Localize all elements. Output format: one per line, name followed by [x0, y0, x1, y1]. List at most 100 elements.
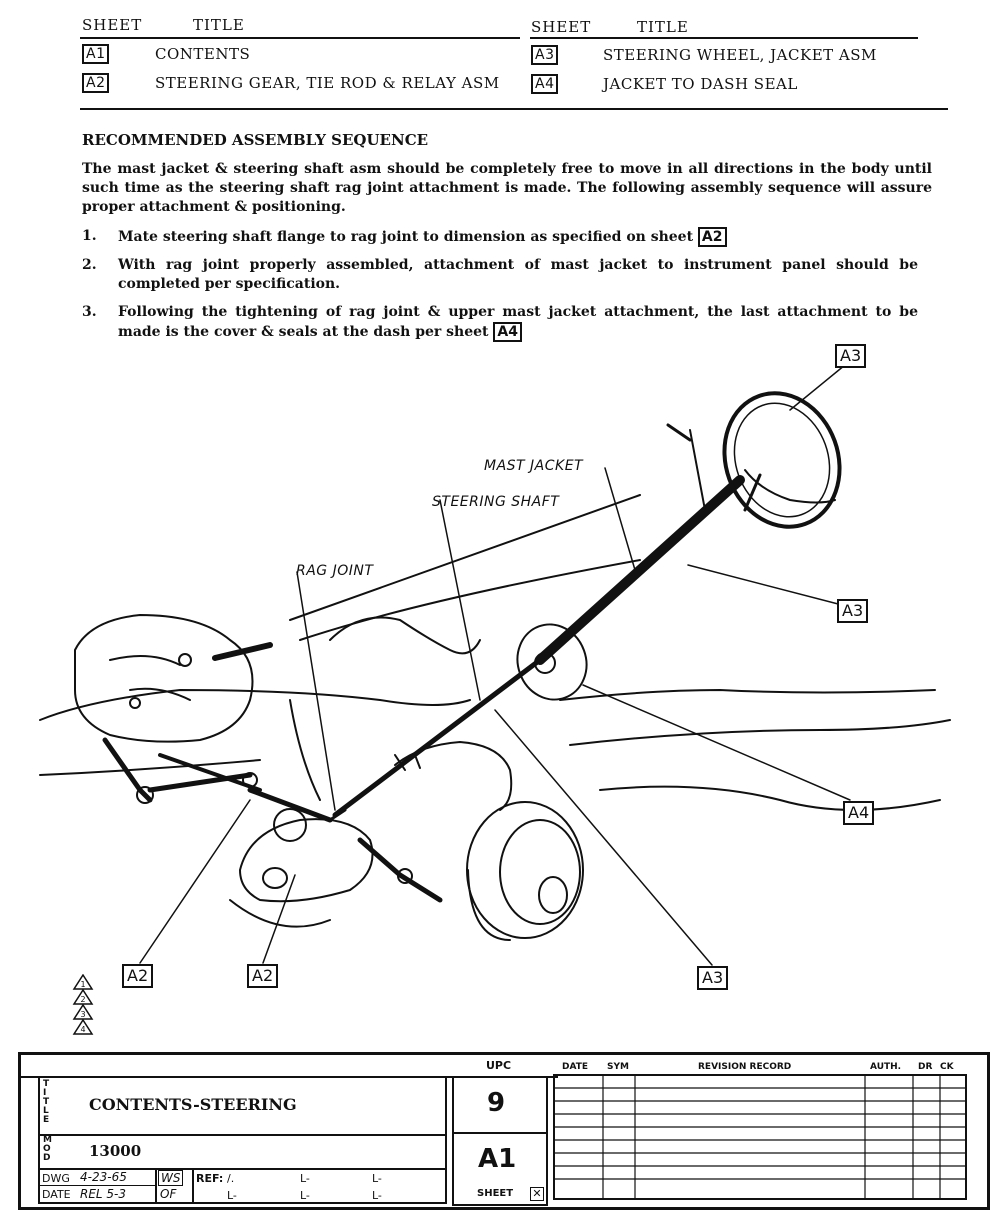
ref-cell-3: L-: [372, 1172, 382, 1185]
steering-assembly-diagram: [39, 364, 951, 966]
step-number: 1.: [82, 228, 97, 244]
header-sheet-col: SHEET: [82, 16, 143, 34]
upc-label: UPC: [486, 1059, 512, 1072]
linkage-joint-3: [397, 868, 413, 884]
leader-rag-joint: [296, 571, 336, 811]
sheet-label: SHEET: [477, 1188, 514, 1199]
header-title-col-right: TITLE: [637, 18, 689, 36]
rev-header-sym: SYM: [607, 1062, 629, 1072]
leader-a2-linkage: [139, 799, 251, 964]
sheet-check-box: ✕: [530, 1187, 544, 1201]
revision-mark-4: 4: [80, 1025, 85, 1034]
tie-rod-right: [357, 837, 443, 903]
dwg-row-rule: [40, 1185, 155, 1186]
floor-line-3: [599, 785, 941, 811]
callout-a3-lower: A3: [697, 966, 729, 990]
engine-block: [74, 614, 254, 743]
sheet-ref-a3: A3: [531, 45, 559, 65]
title-block: [18, 1052, 990, 1210]
contents-row-a2: A2: [82, 73, 110, 93]
leader-a3-wheel: [789, 364, 846, 411]
revision-mark-2: 2: [80, 995, 85, 1004]
contents-row-a4: A4: [531, 74, 559, 94]
leader-steering-shaft: [439, 499, 481, 701]
dwg-date-cell: [38, 1168, 447, 1204]
frame-rail: [229, 899, 331, 928]
checked-by-initials: OF: [160, 1187, 177, 1201]
front-tire: [466, 801, 584, 939]
rev-header-ck: CK: [940, 1062, 954, 1072]
mast-jacket-highlight: [543, 486, 747, 670]
body-line-upper: [289, 494, 641, 621]
sheet-ref-a2: A2: [82, 73, 110, 93]
linkage-joint-2: [242, 772, 258, 788]
contents-row-a4-title: JACKET TO DASH SEAL: [603, 75, 798, 93]
tire-sidewall: [467, 869, 511, 941]
sequence-step-3: 3. Following the tightening of rag joint…: [82, 303, 918, 345]
ref-label: REF:: [196, 1172, 224, 1185]
revision-mark-1: 1: [80, 980, 85, 989]
dwg-label: DWG: [42, 1172, 70, 1185]
header-title-col: TITLE: [193, 16, 245, 34]
relay-rod: [147, 772, 253, 793]
linkage-joint-1: [136, 786, 154, 804]
upc-number: 9: [487, 1088, 506, 1118]
gear-housing-cap: [262, 867, 288, 889]
dash-bracket: [394, 741, 513, 811]
sequence-intro: The mast jacket & steering shaft asm sho…: [82, 161, 932, 215]
tie-rod-inner: [247, 787, 333, 823]
firewall-edge: [289, 699, 321, 801]
contents-row-a2-title: STEERING GEAR, TIE ROD & RELAY ASM: [155, 74, 500, 92]
firewall-contour: [329, 616, 481, 655]
rev-header-date: DATE: [562, 1062, 589, 1072]
model-number: 13000: [89, 1142, 142, 1160]
dash-seal-cover: [516, 623, 588, 701]
release-date: REL 5-3: [80, 1187, 127, 1201]
step-text: Following the tightening of rag joint & …: [118, 304, 918, 342]
ref-cell-5: L-: [300, 1189, 310, 1202]
rev-header-dr: DR: [918, 1062, 933, 1072]
sheet-number: A1: [478, 1144, 517, 1174]
contents-row-a1: A1: [82, 44, 110, 64]
header-bottom-rule: [80, 108, 948, 110]
contents-row-a1-title: CONTENTS: [155, 45, 251, 63]
wheel-spoke: [744, 469, 836, 504]
ref-col-rule: [192, 1170, 194, 1202]
floor-line-2: [569, 719, 951, 746]
engine-detail-2: [129, 687, 191, 701]
contents-row-a3: A3: [531, 45, 559, 65]
contents-row-a3-title: STEERING WHEEL, JACKET ASM: [603, 46, 877, 64]
header-divider-left: [80, 37, 520, 39]
seal-center: [534, 652, 556, 674]
step-sheet-ref: A4: [493, 322, 522, 342]
leader-a4-seal: [582, 684, 851, 801]
mod-vertical-label: MOD: [43, 1135, 52, 1163]
ref-cell-1: /.: [227, 1172, 235, 1185]
sheet-ref-a4: A4: [531, 74, 559, 94]
leader-a2-gear: [262, 874, 296, 964]
turn-signal-lever: [689, 429, 706, 511]
rev-header-auth: AUTH.: [870, 1062, 902, 1072]
engine-pipe: [212, 642, 273, 661]
sheet-ref-a1: A1: [82, 44, 110, 64]
ref-cell-4: L-: [227, 1189, 237, 1202]
callout-a2-linkage: A2: [122, 964, 154, 988]
label-mast-jacket: MAST JACKET: [484, 458, 584, 474]
wheel-hub: [743, 473, 762, 512]
front-tire-rim: [499, 819, 581, 925]
drawing-title: CONTENTS-STEERING: [89, 1095, 297, 1114]
dwg-col-rule: [155, 1170, 157, 1202]
callout-a3-jacket: A3: [837, 599, 869, 623]
leader-mast-jacket: [604, 467, 636, 571]
upc-sheet-divider: [452, 1132, 547, 1134]
ref-cell-2: L-: [300, 1172, 310, 1185]
label-steering-shaft: STEERING SHAFT: [432, 494, 560, 510]
steering-shaft: [332, 657, 543, 818]
dwg-date: 4-23-65: [80, 1170, 127, 1184]
revision-record-grid: [553, 1074, 967, 1200]
label-rag-joint: RAG JOINT: [296, 563, 374, 579]
drawn-by-initials: WS: [158, 1170, 184, 1186]
step-number: 2.: [82, 257, 97, 273]
revision-triangle-4: [72, 1018, 94, 1035]
body-line-mid: [299, 559, 641, 641]
